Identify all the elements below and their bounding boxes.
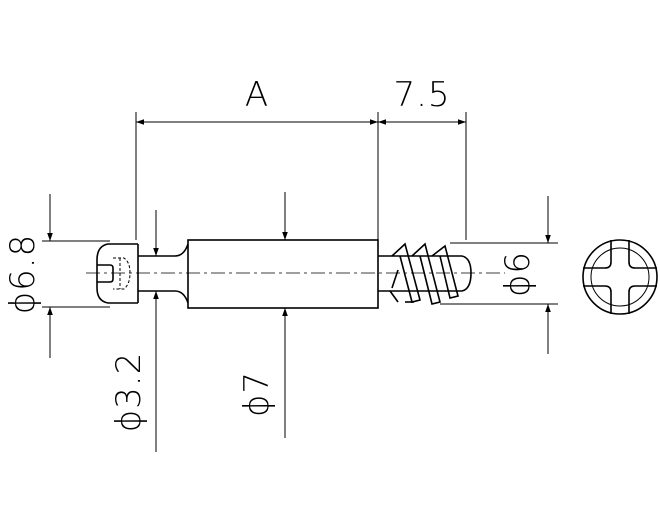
dimension-body-diameter: ϕ7 [237,192,288,438]
dimension-a-label: A [245,75,269,115]
dimension-head-diameter: ϕ6.8 [3,194,110,358]
thread-helix [389,242,459,305]
dimension-thread-length: 7.5 [378,75,467,240]
screw-slot [97,264,114,283]
dimension-body-diameter-label: ϕ7 [237,371,277,417]
dimension-neck-diameter: ϕ3.2 [109,210,159,452]
dimension-head-diameter-label: ϕ6.8 [3,234,43,315]
dimension-thread-diameter-label: ϕ6 [498,251,538,297]
bolt-end-view [582,239,658,315]
screw-head [96,243,138,304]
dimension-neck-diameter-label: ϕ3.2 [109,352,149,433]
bolt-side-view [86,239,505,309]
neck [138,243,189,257]
body-cylinder [187,239,379,309]
dimension-a: A [135,75,379,240]
dimension-thread-diameter: ϕ6 [440,196,558,354]
dimension-thread-length-label: 7.5 [393,75,450,115]
